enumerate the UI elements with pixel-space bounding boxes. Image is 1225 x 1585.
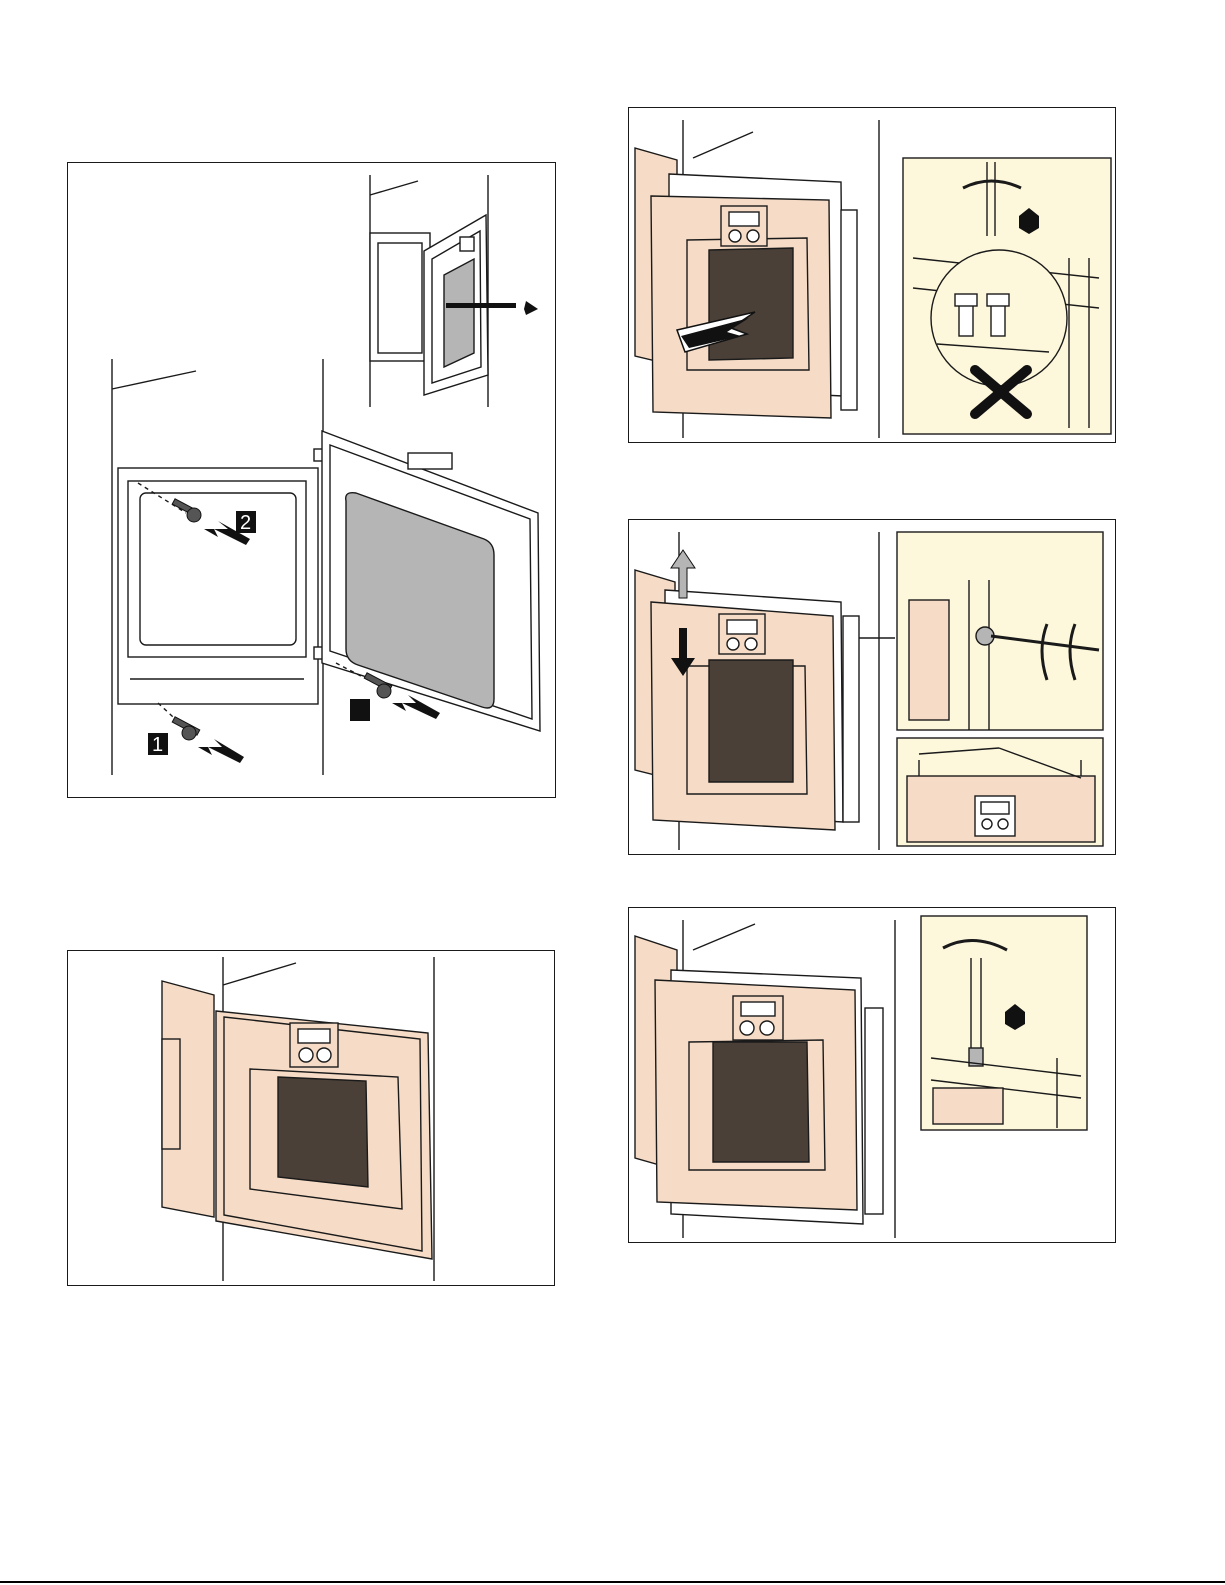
figure-door-alignment-screw: [628, 907, 1116, 1243]
figure-door-fitted-front-drawing: [68, 951, 554, 1285]
figure-door-removal-hinge-screw: [628, 107, 1116, 443]
figure-door-hinge-mounting: 2 1: [67, 162, 556, 798]
figure-door-alignment-screw-drawing: [629, 908, 1115, 1242]
step-label-2: 2: [240, 512, 251, 534]
figure-door-height-adjust: [628, 519, 1116, 855]
footer-rule: [0, 1581, 1225, 1583]
figure-door-hinge-mounting-drawing: 2 1: [68, 163, 555, 797]
step-label-1: 1: [152, 734, 163, 756]
step-badge-3: [350, 699, 370, 721]
figure-door-height-adjust-drawing: [629, 520, 1115, 854]
figure-door-fitted-front: [67, 950, 555, 1286]
figure-door-removal-hinge-screw-drawing: [629, 108, 1115, 442]
